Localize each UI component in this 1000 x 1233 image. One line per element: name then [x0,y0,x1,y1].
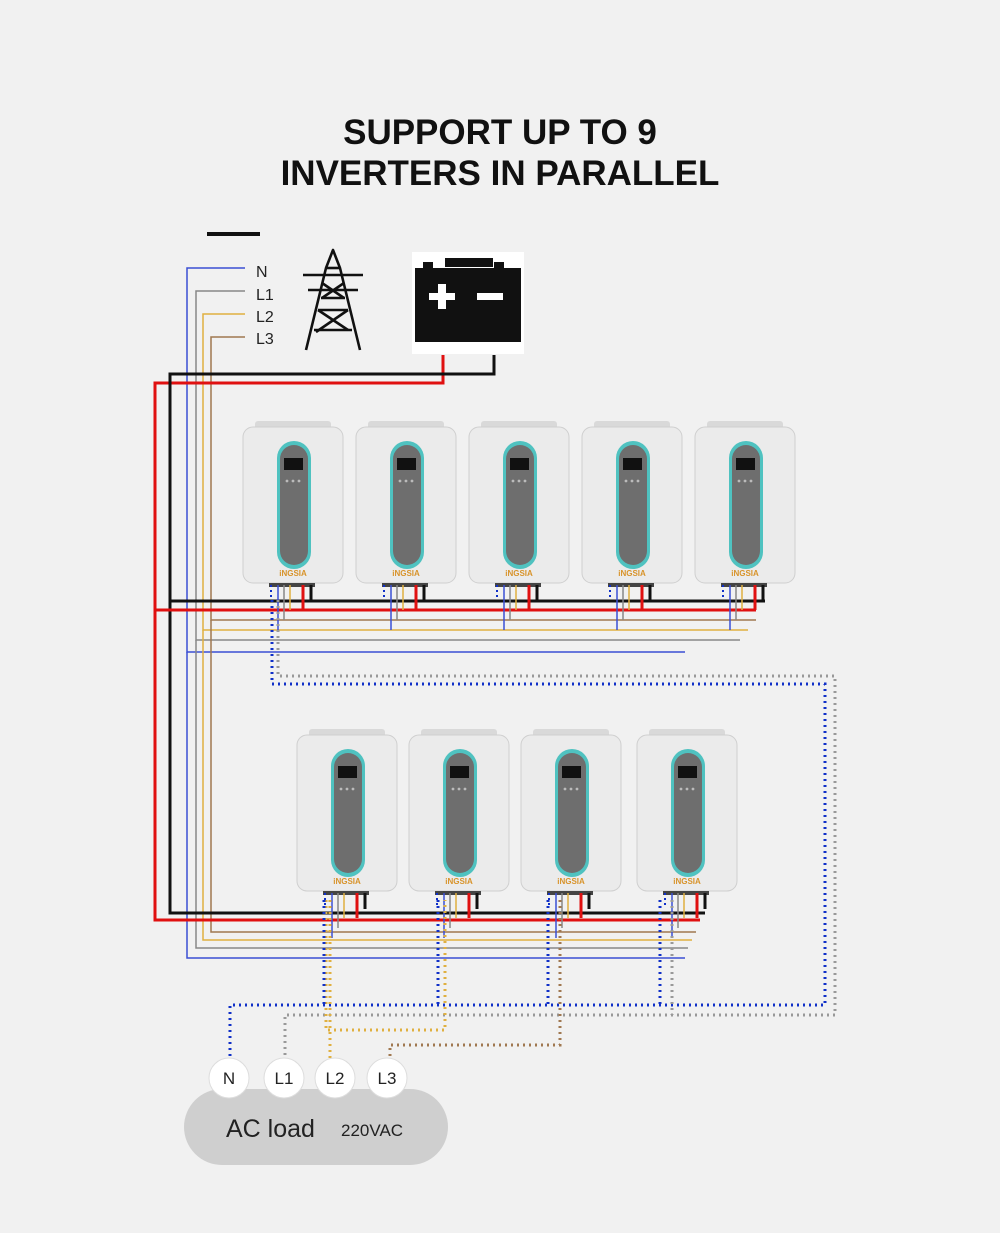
inverter-screen [510,458,529,470]
inverter-screen [338,766,357,778]
inverter-unit: iNGSIA [355,421,457,630]
inverter-brand-label: iNGSIA [392,569,420,578]
battery-bus [153,355,765,922]
inverter-unit: iNGSIA [242,421,344,630]
ac-load-body [184,1089,448,1165]
grid-label-l1: L1 [256,287,274,304]
inverter-brand-label: iNGSIA [505,569,533,578]
inverter-unit: iNGSIA [468,421,570,630]
ac-load: AC load 220VAC N L1 L2 L3 [184,1057,448,1165]
inverter-screen [284,458,303,470]
inverter-unit: iNGSIA [581,421,683,630]
comm-wires [228,600,837,1060]
ac-terminal-n-label: N [223,1069,235,1088]
inverter-unit: iNGSIA [296,729,398,938]
ac-terminal-n: N [208,1057,250,1099]
ac-terminal-l2-label: L2 [326,1069,345,1088]
inverter-brand-label: iNGSIA [445,877,473,886]
grid-label-n: N [256,264,268,281]
ac-terminal-l3-label: L3 [378,1069,397,1088]
inverter-brand-label: iNGSIA [673,877,701,886]
battery-icon [412,252,524,354]
title-line-2: INVERTERS IN PARALLEL [280,154,720,193]
inverter-screen [623,458,642,470]
legend-dash [207,232,260,236]
inverter-screen [397,458,416,470]
inverter-brand-label: iNGSIA [557,877,585,886]
diagram-title: SUPPORT UP TO 9 INVERTERS IN PARALLEL [0,112,1000,194]
inverter-unit: iNGSIA [694,421,796,630]
grid-label-l2: L2 [256,309,274,326]
inverter-brand-label: iNGSIA [618,569,646,578]
inverter-screen [736,458,755,470]
ac-terminal-l1-label: L1 [275,1069,294,1088]
inverter-group: iNGSIA iNGSIA iNGSIA iNGSIA iNGSIA iNGSIA iNGS… [242,421,796,938]
inverter-screen [562,766,581,778]
grid-wires [186,267,756,959]
ac-load-voltage: 220VAC [341,1121,403,1140]
inverter-brand-label: iNGSIA [731,569,759,578]
grid-label-l3: L3 [256,331,274,348]
ac-terminal-l3: L3 [366,1057,408,1099]
ac-terminal-l1: L1 [263,1057,305,1099]
transmission-tower-icon [303,248,363,351]
inverter-screen [450,766,469,778]
ac-load-label: AC load [226,1115,315,1143]
inverter-unit: iNGSIA [408,729,510,938]
ac-terminal-l2: L2 [314,1057,356,1099]
inverter-unit: iNGSIA [636,729,738,938]
inverter-brand-label: iNGSIA [279,569,307,578]
inverter-brand-label: iNGSIA [333,877,361,886]
title-line-1: SUPPORT UP TO 9 [343,113,657,152]
inverter-screen [678,766,697,778]
inverter-unit: iNGSIA [520,729,622,938]
